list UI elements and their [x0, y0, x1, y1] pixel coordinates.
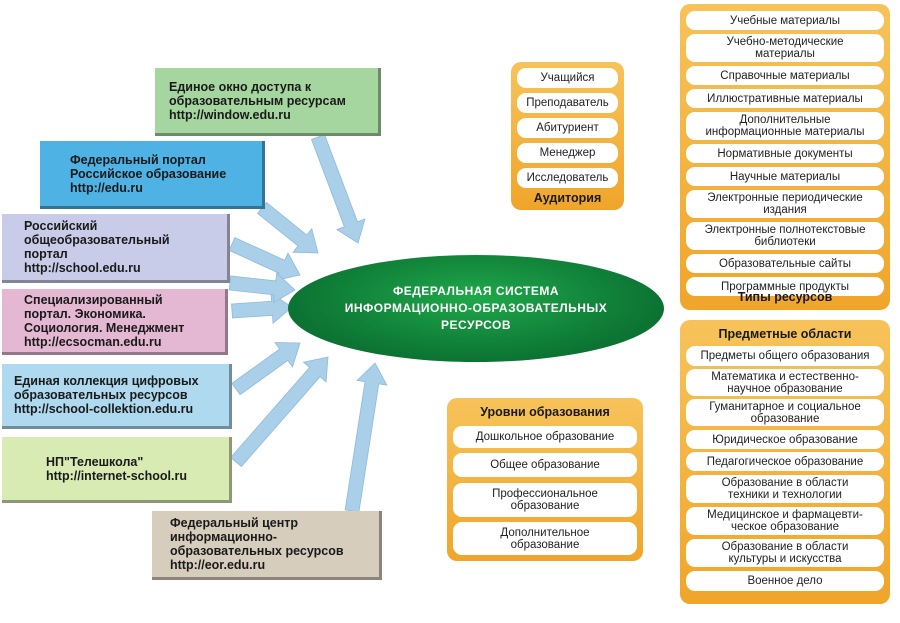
arrow-to-center [230, 356, 329, 468]
portal-ecsocman: Специализированный портал. Экономика. Со… [2, 289, 228, 355]
subject-area-item: Гуманитарное и социальное образование [686, 399, 884, 426]
arrow-to-center [344, 362, 388, 513]
education-level-item: Общее образование [453, 453, 637, 477]
arrow-to-center [231, 342, 301, 396]
subject-area-item: Предметы общего образования [686, 346, 884, 366]
subject-areas-title: Предметные области [718, 327, 852, 341]
education-level-item: Профессиональное образование [453, 483, 637, 517]
resource-type-item: Образовательные сайты [686, 254, 884, 273]
subject-areas-panel: Предметные области Предметы общего образ… [680, 320, 890, 604]
arrow-to-center [257, 201, 319, 254]
central-system-ellipse: ФЕДЕРАЛЬНАЯ СИСТЕМА ИНФОРМАЦИОННО-ОБРАЗО… [288, 255, 664, 362]
resource-type-item: Научные материалы [686, 167, 884, 186]
resource-types-title: Типы ресурсов [737, 290, 833, 304]
audience-item: Преподаватель [517, 93, 618, 113]
education-level-item: Дошкольное образование [453, 426, 637, 448]
portal-edu-ru-text: Федеральный портал Российское образовани… [70, 152, 227, 195]
arrow-to-center [310, 133, 366, 244]
resource-type-item: Электронные полнотекстовые библиотеки [686, 222, 884, 250]
subject-area-item: Военное дело [686, 571, 884, 591]
portal-school-edu-text: Российский общеобразовательный портал ht… [24, 219, 170, 275]
subject-area-item: Образование в области техники и технолог… [686, 475, 884, 503]
resource-type-item: Электронные периодические издания [686, 190, 884, 218]
portal-eor-edu: Федеральный центр информационно- образов… [152, 511, 382, 580]
resource-type-item: Иллюстративные материалы [686, 89, 884, 108]
audience-title: Аудитория [533, 191, 602, 205]
arrow-to-center [228, 272, 296, 304]
portal-teleschool-text: НП"Телешкола" http://internet-school.ru [46, 454, 187, 483]
resource-types-panel: Учебные материалы Учебно-методические ма… [680, 4, 890, 310]
education-level-item: Дополнительное образование [453, 522, 637, 555]
central-system-title: ФЕДЕРАЛЬНАЯ СИСТЕМА ИНФОРМАЦИОННО-ОБРАЗО… [344, 284, 608, 332]
portal-eor-edu-text: Федеральный центр информационно- образов… [170, 516, 344, 572]
portal-window-edu-text: Единое окно доступа к образовательным ре… [169, 79, 346, 122]
education-levels-panel: Уровни образования Дошкольное образовани… [447, 398, 643, 561]
subject-area-item: Педагогическое образование [686, 452, 884, 471]
arrow-to-center [228, 237, 301, 281]
audience-item: Абитуриент [517, 118, 618, 138]
portal-school-collection-text: Единая коллекция цифровых образовательны… [14, 374, 199, 416]
resource-type-item: Программные продукты [686, 277, 884, 296]
audience-panel: Учащийся Преподаватель Абитуриент Менедж… [511, 62, 624, 210]
subject-area-item: Медицинское и фармацевти- ческое образов… [686, 507, 884, 535]
subject-area-item: Математика и естественно- научное образо… [686, 369, 884, 396]
arrow-to-center [231, 292, 293, 325]
resource-type-item: Учебные материалы [686, 11, 884, 30]
education-levels-title: Уровни образования [480, 405, 610, 419]
audience-item: Исследователь [517, 168, 618, 188]
portal-teleschool: НП"Телешкола" http://internet-school.ru [2, 437, 232, 503]
resource-type-item: Нормативные документы [686, 144, 884, 163]
subject-area-item: Юридическое образование [686, 430, 884, 449]
portal-ecsocman-text: Специализированный портал. Экономика. Со… [24, 292, 185, 349]
subject-area-item: Образование в области культуры и искусст… [686, 539, 884, 567]
resource-type-item: Учебно-методические материалы [686, 34, 884, 62]
portal-window-edu: Единое окно доступа к образовательным ре… [155, 68, 381, 136]
audience-item: Менеджер [517, 143, 618, 163]
resource-type-item: Справочные материалы [686, 66, 884, 85]
audience-item: Учащийся [517, 68, 618, 88]
resource-type-item: Дополнительные информационные материалы [686, 112, 884, 140]
portal-school-edu: Российский общеобразовательный портал ht… [2, 214, 230, 283]
portal-edu-ru: Федеральный портал Российское образовани… [40, 141, 265, 209]
portal-school-collection: Единая коллекция цифровых образовательны… [2, 364, 232, 429]
